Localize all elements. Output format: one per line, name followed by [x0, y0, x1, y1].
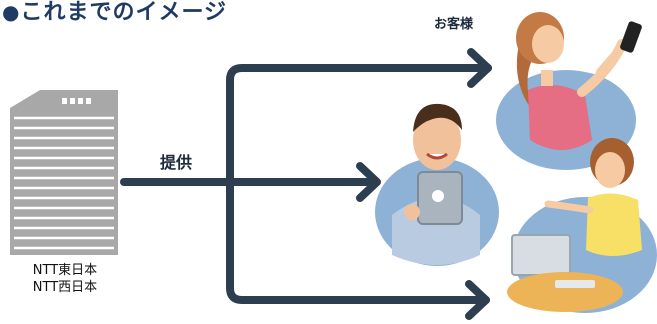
provider-east: NTT東日本 — [32, 263, 98, 278]
provider-west: NTT西日本 — [32, 280, 98, 295]
document-icon — [10, 90, 118, 255]
flow-arrows — [120, 48, 492, 320]
provide-label: 提供 — [160, 153, 193, 172]
man-tablet-illustration — [375, 103, 499, 266]
arrowhead-top — [467, 48, 492, 88]
title-text: これまでのイメージ — [20, 0, 228, 25]
customer-label: お客様 — [434, 17, 474, 32]
woman-computer-illustration — [507, 138, 657, 313]
arrowhead-middle — [356, 162, 381, 202]
arrow-lower — [226, 178, 490, 304]
provider-label: NTT東日本 NTT西日本 — [5, 262, 125, 296]
page-title: ●これまでのイメージ — [2, 0, 227, 26]
bullet-icon: ● — [2, 0, 21, 24]
arrowhead-bottom — [465, 280, 490, 320]
arrow-upper — [226, 64, 492, 186]
